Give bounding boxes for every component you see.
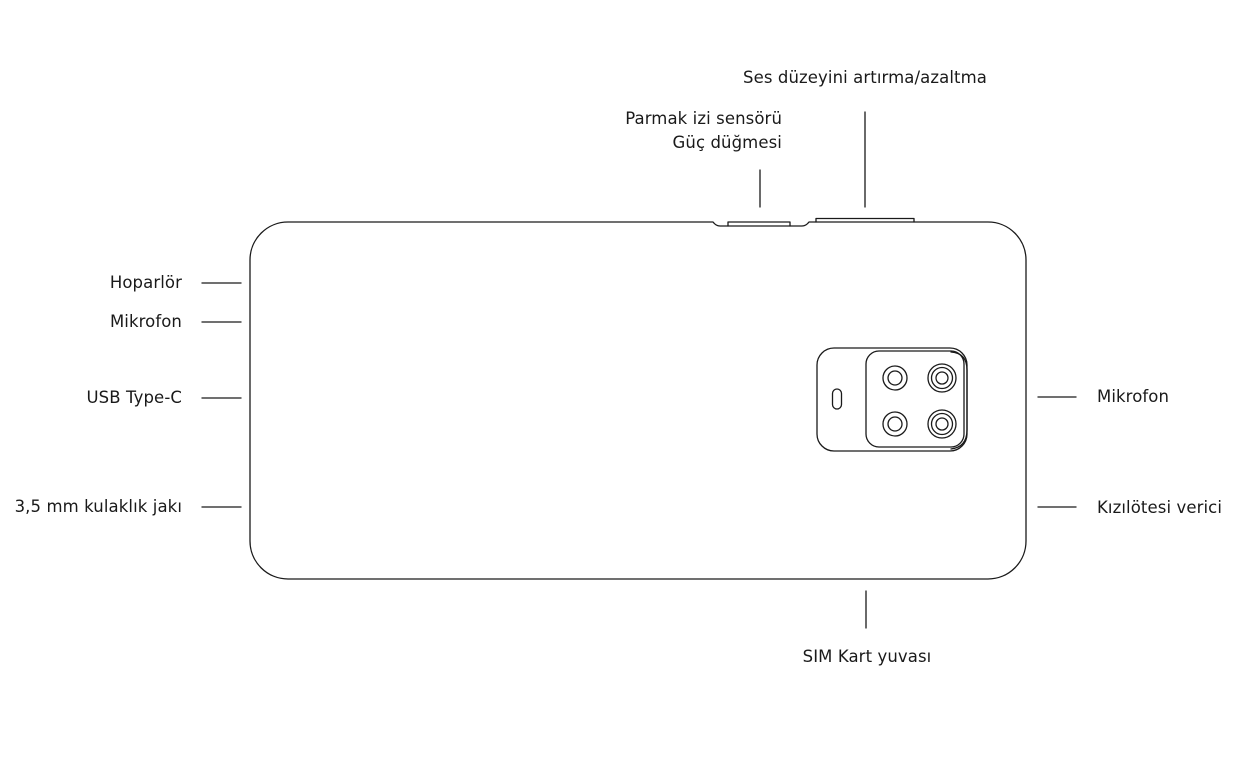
label-volume: Ses düzeyini artırma/azaltma (743, 68, 987, 87)
label-fingerprint: Parmak izi sensörü (625, 109, 782, 128)
label-power: Güç düğmesi (672, 133, 782, 152)
lens-bottom-right (927, 409, 957, 439)
power-button (727, 221, 791, 227)
label-headphone: 3,5 mm kulaklık jakı (14, 497, 182, 516)
lens-bottom-left (882, 411, 908, 437)
camera-module-inner-edge (950, 351, 968, 450)
label-mic-right: Mikrofon (1097, 387, 1170, 406)
label-ir: Kızılötesi verici (1097, 498, 1223, 517)
lens-top-left (882, 365, 908, 391)
phone-body-outline (249, 221, 1027, 580)
camera-module-inner (865, 350, 965, 448)
label-usb: USB Type-C (86, 388, 182, 407)
volume-button (815, 217, 915, 223)
label-mic-left: Mikrofon (109, 312, 182, 331)
label-speaker: Hoparlör (109, 273, 182, 292)
label-sim: SIM Kart yuvası (802, 647, 932, 666)
lens-top-right (927, 363, 957, 393)
flash-icon (831, 388, 843, 410)
